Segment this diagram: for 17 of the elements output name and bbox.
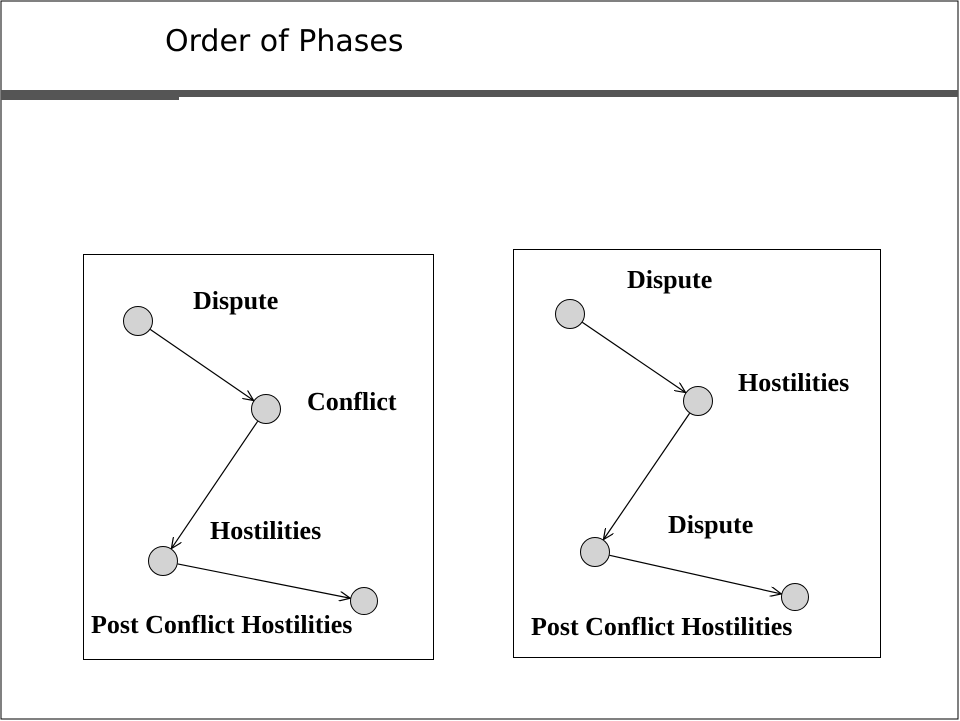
phase-label: Dispute	[627, 265, 712, 295]
arrow	[602, 413, 690, 540]
diagram-panel	[83, 254, 434, 660]
diagram-panel	[513, 249, 881, 658]
phase-label: Conflict	[307, 387, 397, 417]
phase-label: Hostilities	[738, 368, 850, 398]
phase-label: Hostilities	[210, 516, 322, 546]
arrow	[178, 563, 351, 602]
arrow	[170, 421, 258, 550]
arrow	[150, 329, 254, 402]
phase-label: Post Conflict Hostilities	[91, 610, 352, 640]
arrow	[582, 322, 686, 394]
phase-label: Dispute	[668, 510, 754, 540]
phase-label: Dispute	[193, 286, 278, 316]
slide-title: Order of Phases	[165, 24, 404, 59]
arrow	[610, 554, 782, 597]
phase-label: Post Conflict Hostilities	[531, 612, 792, 642]
